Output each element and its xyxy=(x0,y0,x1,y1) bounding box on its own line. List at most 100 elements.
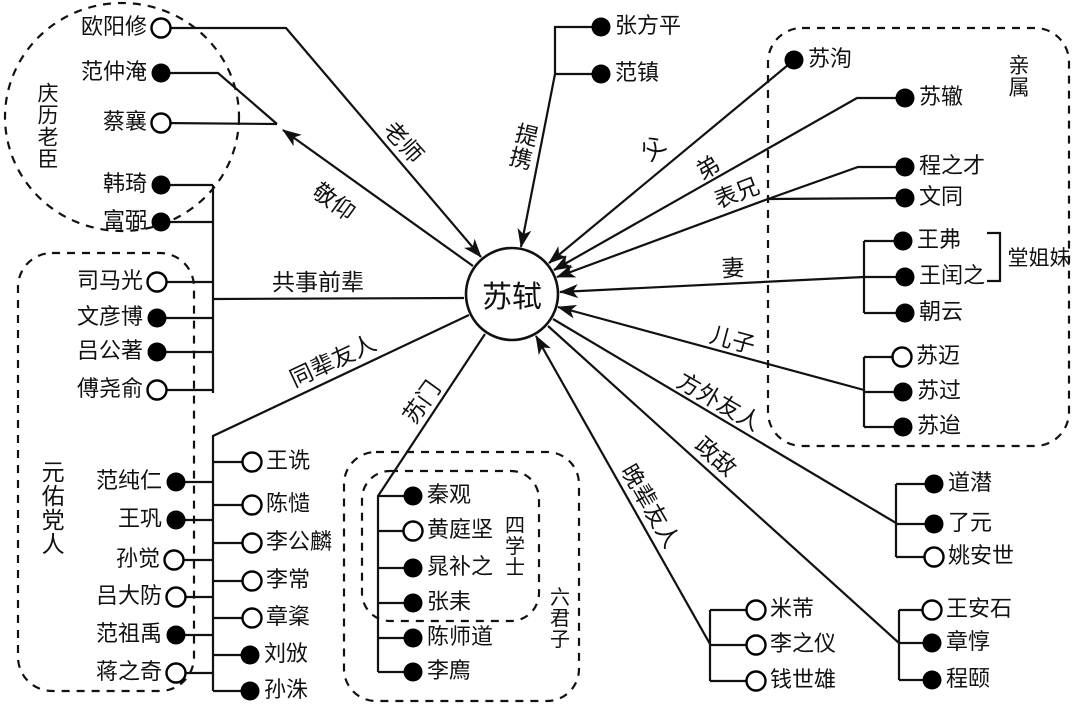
person-fan-chunren: 范纯仁 xyxy=(95,469,162,494)
group-label-yuanyou-dangren: 元佑党人 xyxy=(37,460,64,556)
group-label-tang-jiemei: 堂姐妹 xyxy=(1007,246,1071,270)
group-outlines xyxy=(3,1,1071,703)
edge-label-zhengdi: 政敌 xyxy=(689,432,741,483)
node-dot-lv-gongzhu xyxy=(147,342,167,362)
edge-label-tongbei-youren: 同辈友人 xyxy=(286,330,381,393)
center-node-circle xyxy=(464,246,560,342)
node-dot-sun-jue xyxy=(163,549,185,571)
node-dot-su-xun xyxy=(784,50,804,70)
person-su-mai: 苏迈 xyxy=(916,344,961,369)
node-dot-fan-zuyu xyxy=(166,625,186,645)
node-dot-cheng-yi xyxy=(922,670,942,690)
node-dot-chen-shidao xyxy=(403,628,423,648)
person-fu-yaoyu: 傅尧俞 xyxy=(76,377,143,402)
edge-label-fangwai-youren: 方外友人 xyxy=(672,368,765,437)
edge-label-jingyang: 敬仰 xyxy=(306,178,360,227)
person-dao-qian: 道潜 xyxy=(948,471,993,496)
group-label-qinshu: 亲属 xyxy=(1006,54,1031,98)
person-sima-guang: 司马光 xyxy=(76,269,143,294)
node-dot-mi-fu xyxy=(745,599,767,621)
node-dot-cheng-zhicai xyxy=(895,157,915,177)
person-wang-gong: 王巩 xyxy=(117,507,162,532)
edge-label-qi: 妻 xyxy=(720,255,746,283)
person-wang-anshi: 王安石 xyxy=(946,597,1013,622)
node-dot-cai-xiang xyxy=(150,112,172,134)
node-dot-zhang-dun xyxy=(922,633,942,653)
person-jiang-zhiqi: 蒋之奇 xyxy=(95,660,162,685)
node-dot-su-mai xyxy=(891,346,913,368)
person-chao-buzhi: 晁补之 xyxy=(427,555,494,580)
person-cai-xiang: 蔡襄 xyxy=(102,110,147,135)
node-dot-zhang-lei xyxy=(403,593,423,613)
node-dot-wang-shen xyxy=(241,451,263,473)
group-label-si-xueshi: 四学士 xyxy=(501,514,526,578)
person-sun-jue: 孙觉 xyxy=(115,547,160,572)
person-qin-guan: 秦观 xyxy=(427,483,472,508)
person-cheng-yi: 程颐 xyxy=(946,667,991,692)
edge-label-wanbei-youren: 晚辈友人 xyxy=(615,460,684,553)
person-dots xyxy=(146,17,945,701)
node-dot-chen-zao xyxy=(241,494,263,516)
person-lv-gongzhu: 吕公著 xyxy=(76,339,143,364)
person-mi-fu: 米芾 xyxy=(770,597,815,622)
yuanyou-dangren-outline xyxy=(16,251,196,693)
node-dot-liao-yuan xyxy=(924,514,944,534)
liu-junzi-outline xyxy=(342,450,581,703)
person-wang-runzhi: 王闰之 xyxy=(919,264,986,289)
node-dot-fan-zhen xyxy=(591,64,611,84)
node-dot-ouyang-xiu xyxy=(150,17,172,39)
person-qian-shixiong: 钱世雄 xyxy=(770,668,837,693)
person-wang-fu: 王弗 xyxy=(917,228,962,253)
node-dot-li-zhi xyxy=(403,662,423,682)
edge-label-gongshi-qianbei: 共事前辈 xyxy=(272,270,364,296)
person-su-dai: 苏迨 xyxy=(917,414,962,439)
node-dot-huang-tingjian xyxy=(402,520,424,542)
tang-jiemei-bracket xyxy=(987,231,1002,283)
node-dot-sima-guang xyxy=(146,271,168,293)
node-dot-dao-qian xyxy=(924,474,944,494)
node-dot-lv-dafang xyxy=(165,586,187,608)
edge-label-fu: 父 xyxy=(636,131,672,167)
person-wen-tong: 文同 xyxy=(919,185,964,210)
person-cheng-zhicai: 程之才 xyxy=(919,154,986,179)
person-zhang-jie: 章楶 xyxy=(266,605,311,630)
person-li-zhi: 李廌 xyxy=(427,659,472,684)
node-dot-fu-yaoyu xyxy=(146,379,168,401)
person-chen-shidao: 陈师道 xyxy=(427,625,494,650)
person-huang-tingjian: 黄庭坚 xyxy=(427,518,494,543)
node-dot-qian-shixiong xyxy=(745,670,767,692)
person-li-chang: 李常 xyxy=(266,568,311,593)
person-yao-anshi: 姚安世 xyxy=(948,544,1015,569)
person-liao-yuan: 了元 xyxy=(948,511,993,536)
person-chen-zao: 陈慥 xyxy=(266,492,311,517)
node-dot-sun-zhu xyxy=(240,681,260,701)
edge-label-erzi: 儿子 xyxy=(706,322,758,360)
node-dot-liu-ban xyxy=(240,645,260,665)
person-chao-yun: 朝云 xyxy=(919,300,964,325)
person-ouyang-xiu: 欧阳修 xyxy=(80,15,147,40)
edge-label-tixie: 提携 xyxy=(502,119,540,173)
person-wang-shen: 王诜 xyxy=(266,449,311,474)
center-node-label: 苏轼 xyxy=(482,280,542,315)
person-han-qi: 韩琦 xyxy=(102,172,147,197)
si-xueshi-outline xyxy=(360,469,541,623)
node-dot-wang-runzhi xyxy=(895,267,915,287)
node-dot-su-dai xyxy=(893,417,913,437)
node-dot-su-zhe xyxy=(895,88,915,108)
person-liu-ban: 刘攽 xyxy=(264,642,309,667)
node-dot-li-chang xyxy=(241,570,263,592)
person-li-zhiyi: 李之仪 xyxy=(770,632,837,657)
node-dot-chao-buzhi xyxy=(403,558,423,578)
edge-label-laoshi: 老师 xyxy=(377,117,428,169)
person-zhang-lei: 张耒 xyxy=(427,590,472,615)
person-li-gonglin: 李公麟 xyxy=(266,530,333,555)
node-dot-wang-gong xyxy=(166,510,186,530)
person-su-xun: 苏洵 xyxy=(808,47,853,72)
node-dot-yao-anshi xyxy=(923,546,945,568)
node-dot-qin-guan xyxy=(403,486,423,506)
person-su-guo: 苏过 xyxy=(917,379,962,404)
person-fan-zuyu: 范祖禹 xyxy=(95,622,162,647)
person-su-zhe: 苏辙 xyxy=(919,85,964,110)
